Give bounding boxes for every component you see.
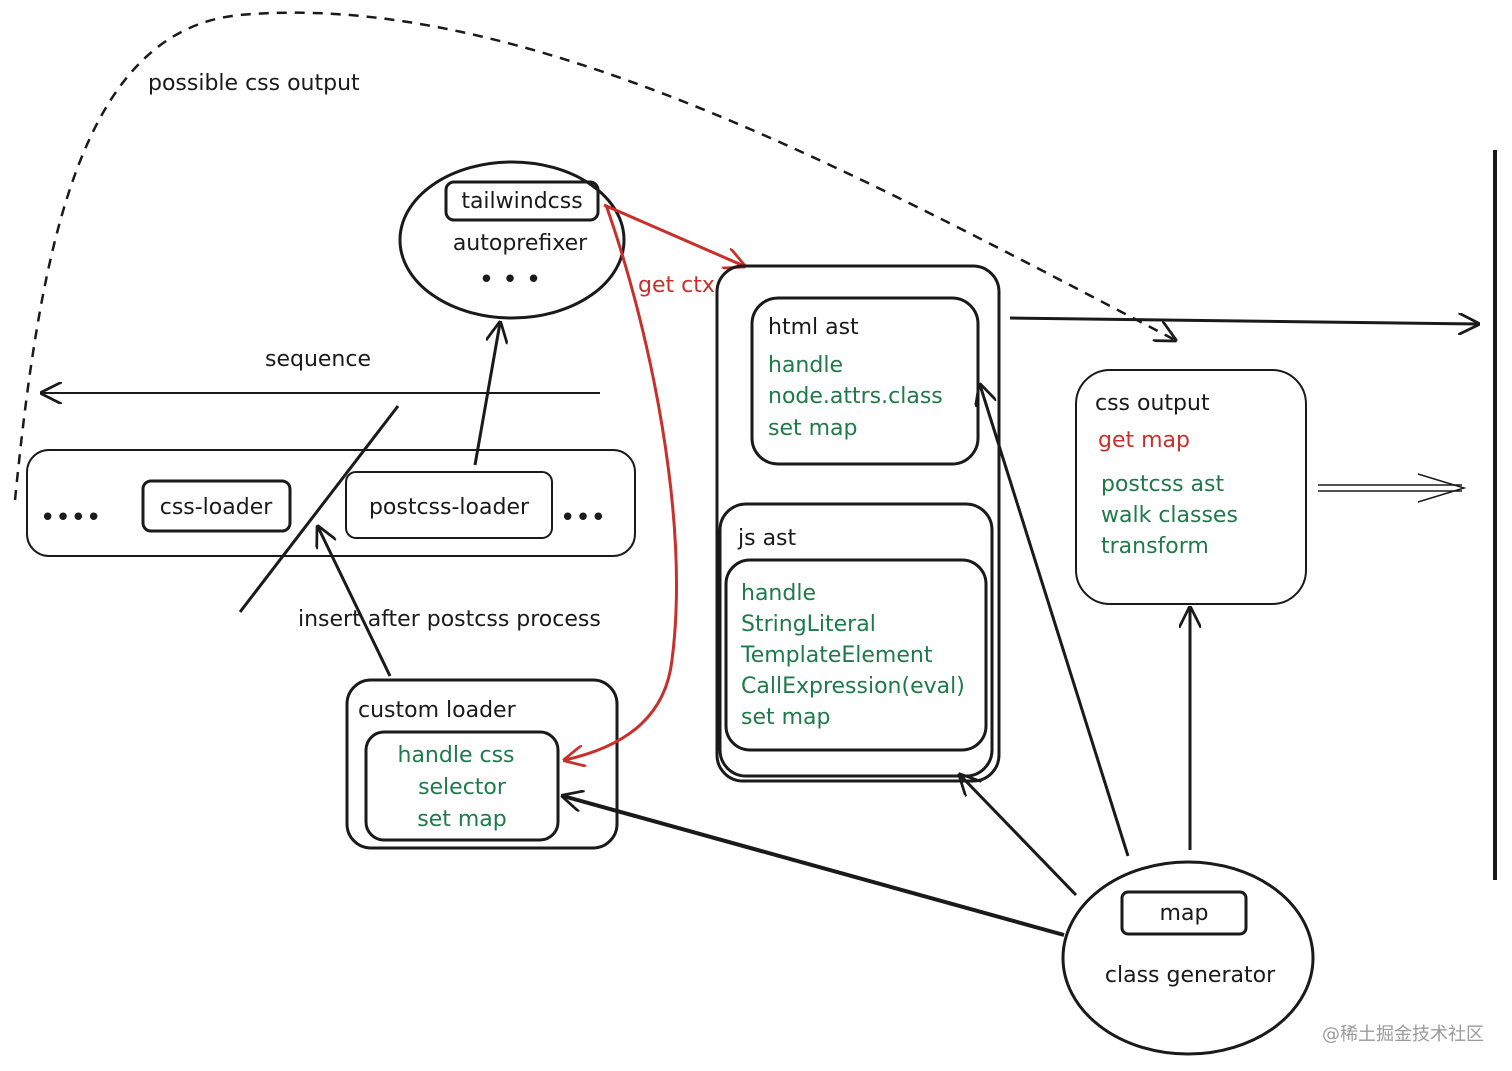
get-ctx-arrow bbox=[565, 204, 678, 760]
css-loader-label: css-loader bbox=[160, 495, 274, 520]
loader-dots-left: •••• bbox=[40, 503, 101, 533]
get-ctx-label: get ctx bbox=[638, 273, 715, 298]
class-generator-group: map class generator bbox=[1061, 860, 1315, 1056]
js-ast-line: TemplateElement bbox=[740, 643, 933, 668]
generator-to-custom-loader-arrow bbox=[563, 796, 1065, 937]
generator-to-js-ast-arrow bbox=[960, 775, 1078, 897]
class-generator-label: class generator bbox=[1105, 963, 1276, 988]
js-ast-line: StringLiteral bbox=[741, 612, 876, 637]
postcss-plugins-ellipse bbox=[398, 160, 626, 320]
watermark: @稀土掘金技术社区 bbox=[1322, 1024, 1484, 1045]
css-output-box bbox=[1075, 369, 1307, 605]
possible-css-output-curve bbox=[13, 11, 1175, 501]
tailwindcss-box bbox=[444, 180, 600, 222]
ast-to-output-arrow bbox=[1009, 318, 1478, 324]
possible-css-output-label: possible css output bbox=[148, 71, 360, 96]
class-generator-ellipse bbox=[1061, 860, 1315, 1056]
postcss-loader-box bbox=[345, 471, 553, 539]
css-output-line: transform bbox=[1101, 534, 1209, 559]
ast-container: html ast handle node.attrs.class set map… bbox=[715, 264, 1001, 783]
js-ast-line: CallExpression(eval) bbox=[741, 674, 965, 699]
html-ast-title: html ast bbox=[768, 315, 859, 340]
map-label: map bbox=[1160, 901, 1209, 926]
tailwind-to-ast-arrow bbox=[603, 203, 744, 266]
custom-loader-line: set map bbox=[417, 807, 507, 832]
insertion-slash bbox=[238, 405, 400, 613]
css-output-to-end-arrowhead bbox=[1417, 473, 1467, 503]
custom-loader-line: selector bbox=[418, 775, 507, 800]
css-output-title: css output bbox=[1095, 391, 1210, 416]
html-ast-line: handle bbox=[768, 353, 843, 378]
html-ast-line: set map bbox=[768, 416, 858, 441]
css-output-line: postcss ast bbox=[1101, 472, 1224, 497]
postcss-loader-label: postcss-loader bbox=[369, 495, 530, 520]
css-loader-box bbox=[141, 479, 292, 533]
custom-loader-line: handle css bbox=[398, 743, 515, 768]
custom-loader-box bbox=[345, 678, 619, 850]
insert-after-label: insert after postcss process bbox=[298, 607, 601, 632]
loader-chain: •••• css-loader postcss-loader ••• bbox=[26, 449, 636, 557]
sequence-label: sequence bbox=[265, 347, 371, 372]
more-plugins-dots: • • • bbox=[479, 265, 542, 295]
css-output-get-map: get map bbox=[1098, 428, 1190, 453]
autoprefixer-label: autoprefixer bbox=[453, 231, 588, 256]
ast-container-box bbox=[715, 264, 1001, 783]
tailwindcss-label: tailwindcss bbox=[461, 189, 582, 214]
js-ast-line: set map bbox=[741, 705, 831, 730]
generator-to-html-ast-arrow bbox=[980, 385, 1130, 857]
loader-chain-box bbox=[26, 449, 636, 557]
css-output-group: css output get map postcss ast walk clas… bbox=[1075, 369, 1307, 605]
loader-dots-right: ••• bbox=[560, 503, 606, 533]
css-output-line: walk classes bbox=[1101, 503, 1238, 528]
postcss-plugins-group: tailwindcss autoprefixer • • • bbox=[398, 160, 626, 320]
html-ast-line: node.attrs.class bbox=[768, 384, 943, 409]
map-box bbox=[1120, 890, 1248, 936]
custom-loader-group: custom loader handle css selector set ma… bbox=[345, 678, 619, 850]
js-ast-inner-box bbox=[724, 558, 988, 752]
js-ast-title: js ast bbox=[737, 526, 797, 551]
custom-loader-title: custom loader bbox=[358, 698, 517, 723]
custom-loader-insert-arrow bbox=[318, 527, 392, 677]
postcss-to-plugins-arrow bbox=[473, 323, 500, 466]
custom-loader-inner-box bbox=[364, 730, 560, 842]
js-ast-line: handle bbox=[741, 581, 816, 606]
js-ast-box bbox=[718, 502, 994, 778]
